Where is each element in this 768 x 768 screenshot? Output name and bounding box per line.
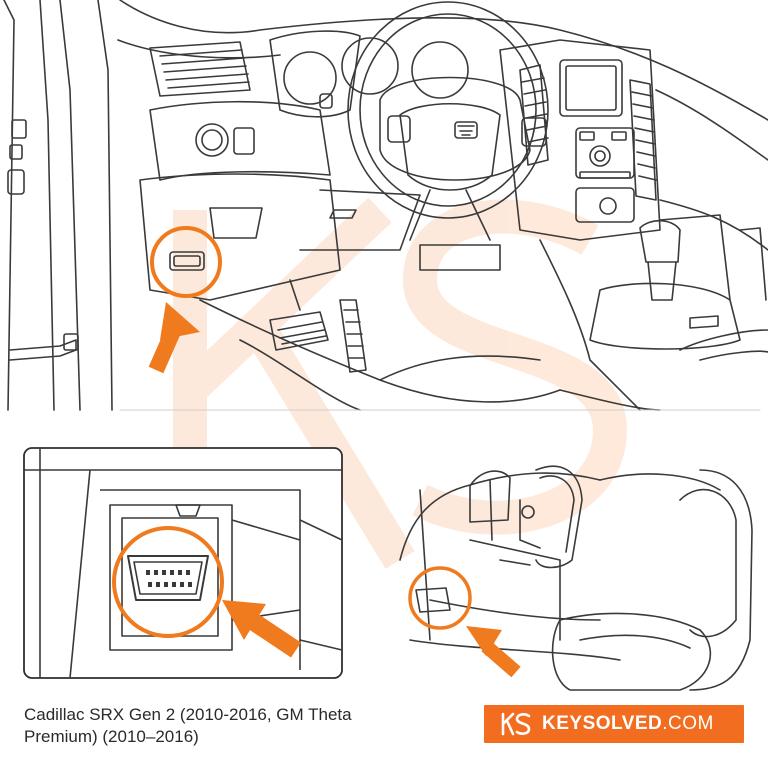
brand-tld: .COM: [662, 713, 714, 734]
inset-sideview: [399, 465, 753, 691]
side-highlight: [408, 566, 521, 678]
brand-wordmark: KEYSOLVED: [542, 713, 663, 734]
brand-name: KEYSOLVED.COM: [542, 713, 714, 735]
main-highlight: [148, 226, 222, 374]
diagram-caption: Cadillac SRX Gen 2 (2010-2016, GM Theta …: [24, 704, 444, 748]
brand-badge: KEYSOLVED.COM: [484, 705, 744, 743]
arrow-up-right-icon: [148, 302, 200, 374]
main-interior-view: [3, 0, 768, 411]
arrow-up-right-icon: [466, 626, 521, 678]
circle-highlight-icon: [150, 226, 222, 298]
keysolved-logo-icon: [501, 712, 531, 736]
caption-line-2: Premium) (2010–2016): [24, 727, 199, 746]
circle-highlight-icon: [112, 526, 224, 638]
circle-highlight-icon: [408, 566, 472, 630]
arrow-up-right-icon: [222, 600, 301, 658]
caption-line-1: Cadillac SRX Gen 2 (2010-2016, GM Theta: [24, 705, 352, 724]
inset-closeup: [23, 447, 343, 679]
